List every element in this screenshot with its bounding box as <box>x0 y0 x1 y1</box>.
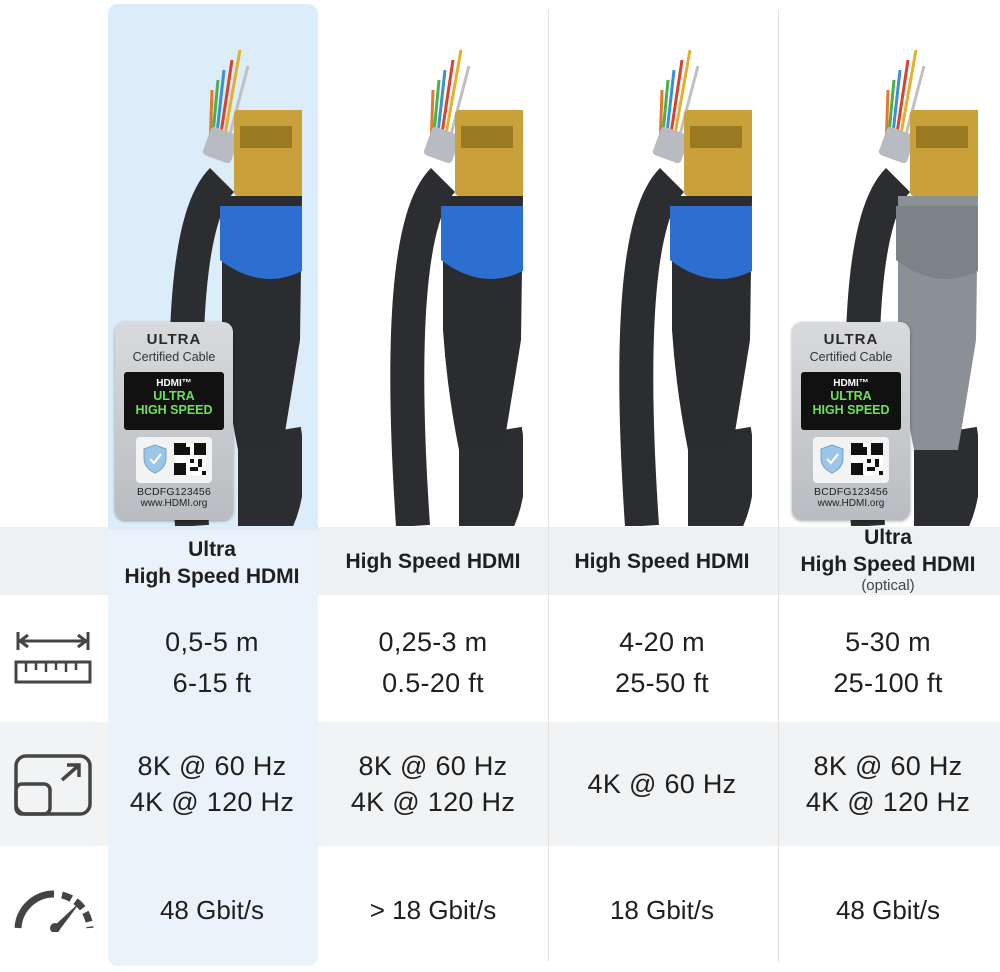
qr-code-icon <box>174 443 206 475</box>
resolution-line1: 8K @ 60 Hz <box>813 751 963 781</box>
hdmi-cable-image <box>373 30 523 526</box>
shield-icon <box>820 444 844 474</box>
product-name-line2: High Speed HDMI <box>800 553 976 576</box>
resolution-screen-icon <box>14 754 92 816</box>
speedometer-icon <box>14 890 94 932</box>
badge-certified-label: Certified Cable <box>809 350 893 364</box>
resolution: 8K @ 60 Hz 4K @ 120 Hz <box>98 748 326 820</box>
length-feet: 25-50 ft <box>615 668 709 698</box>
hdmi-cable-image <box>602 30 752 526</box>
bandwidth: 48 Gbit/s <box>159 895 265 925</box>
cable-length: 4-20 m 25-50 ft <box>548 622 776 704</box>
hdmi-cable-illustration <box>619 49 752 526</box>
resolution-line2: 4K @ 120 Hz <box>129 787 295 817</box>
length-meters: 4-20 m <box>619 627 705 657</box>
badge-url: www.HDMI.org <box>817 498 885 509</box>
resolution: 4K @ 60 Hz <box>548 766 776 802</box>
length-meters: 0,25-3 m <box>378 627 488 657</box>
hdmi-cable-illustration <box>390 49 523 526</box>
product-name-line1: Ultra <box>188 538 236 561</box>
resolution: 8K @ 60 Hz 4K @ 120 Hz <box>774 748 1000 820</box>
badge-ultra-label: ULTRA <box>146 331 202 348</box>
product-name-line2: High Speed HDMI <box>124 565 300 588</box>
product-name-line1: Ultra <box>864 526 912 549</box>
hdmi-logo: HDMI™ ULTRA HIGH SPEED <box>801 372 901 430</box>
product-note: (optical) <box>861 577 915 594</box>
hdmi-ultra-certification-badge: ULTRA Certified Cable HDMI™ ULTRA HIGH S… <box>792 322 910 520</box>
bandwidth: 48 Gbit/s <box>835 895 941 925</box>
ruler-length-icon <box>14 632 92 684</box>
product-name-line2: High Speed HDMI <box>574 550 750 573</box>
resolution-line2: 4K @ 120 Hz <box>805 787 971 817</box>
length-feet: 25-100 ft <box>833 668 943 698</box>
cable-length: 0,5-5 m 6-15 ft <box>98 622 326 704</box>
hdmi-cable-illustration <box>169 49 302 526</box>
length-meters: 5-30 m <box>845 627 931 657</box>
length-meters: 0,5-5 m <box>165 627 259 657</box>
length-feet: 6-15 ft <box>172 668 252 698</box>
hdmi-cable-image <box>828 30 978 526</box>
product-name-line2: High Speed HDMI <box>345 550 521 573</box>
badge-code: BCDFG123456 <box>814 486 888 498</box>
resolution-line1: 8K @ 60 Hz <box>358 751 508 781</box>
resolution-line1: 4K @ 60 Hz <box>587 769 737 799</box>
bandwidth: > 18 Gbit/s <box>369 895 497 925</box>
resolution: 8K @ 60 Hz 4K @ 120 Hz <box>319 748 547 820</box>
resolution-line1: 8K @ 60 Hz <box>137 751 287 781</box>
hdmi-logo: HDMI™ ULTRA HIGH SPEED <box>124 372 224 430</box>
hdmi-cable-illustration <box>845 49 978 526</box>
cable-length: 0,25-3 m 0.5-20 ft <box>319 622 547 704</box>
column-divider <box>548 10 549 962</box>
qr-code-area <box>136 437 212 483</box>
qr-code-area <box>813 437 889 483</box>
qr-code-icon <box>851 443 883 475</box>
shield-icon <box>143 444 167 474</box>
product-name: High Speed HDMI <box>319 548 547 575</box>
column-divider <box>778 10 779 962</box>
cable-length: 5-30 m 25-100 ft <box>774 622 1000 704</box>
badge-code: BCDFG123456 <box>137 486 211 498</box>
length-feet: 0.5-20 ft <box>382 668 484 698</box>
bandwidth: 18 Gbit/s <box>609 895 715 925</box>
hdmi-cable-image <box>152 30 302 526</box>
product-name: High Speed HDMI <box>548 548 776 575</box>
badge-certified-label: Certified Cable <box>132 350 216 364</box>
badge-ultra-label: ULTRA <box>823 331 879 348</box>
hdmi-ultra-certification-badge: ULTRA Certified Cable HDMI™ ULTRA HIGH S… <box>115 322 233 520</box>
badge-url: www.HDMI.org <box>140 498 208 509</box>
resolution-line2: 4K @ 120 Hz <box>350 787 516 817</box>
